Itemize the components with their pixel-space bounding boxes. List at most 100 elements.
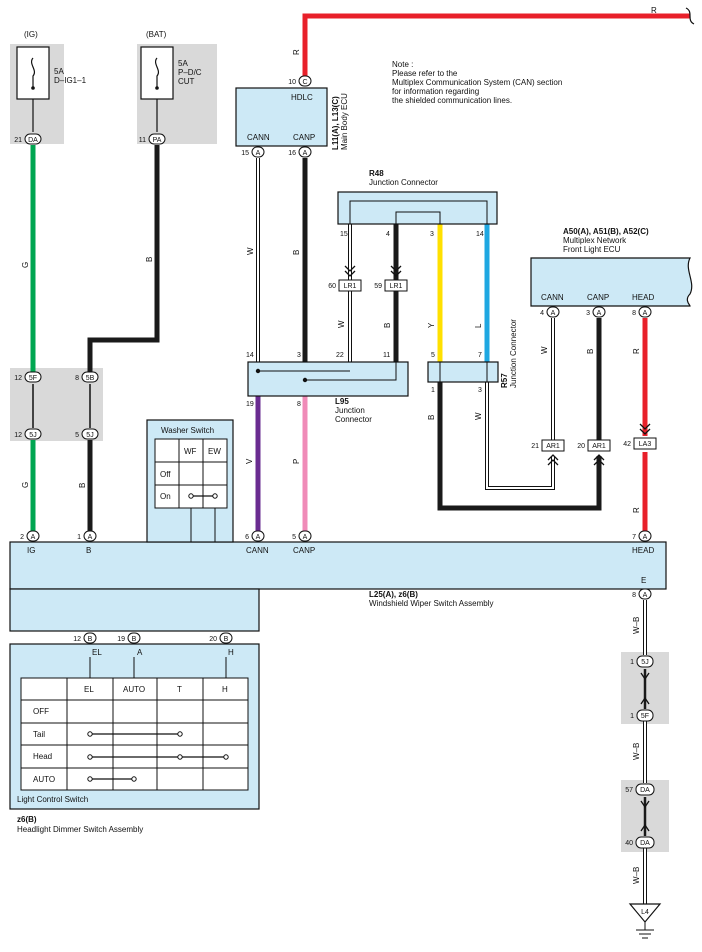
r48-pin-4: 4 <box>386 231 390 238</box>
l95-name1: Junction <box>335 406 365 415</box>
wire-label-g-lower: G <box>21 482 30 488</box>
svg-text:5: 5 <box>75 432 79 439</box>
svg-text:DA: DA <box>640 787 650 794</box>
wire-b-bat <box>87 145 160 372</box>
wire-label-y: Y <box>427 322 436 328</box>
wire-r-top <box>302 13 690 76</box>
svg-text:15: 15 <box>241 150 249 157</box>
svg-text:8: 8 <box>632 310 636 317</box>
front-light-ecu-canp: CANP <box>587 293 609 302</box>
r48-connector <box>337 191 498 225</box>
wire-label-w-r48: W <box>337 320 346 328</box>
connector-la3-42: LA3 42 <box>623 423 657 450</box>
l95-pin-22: 22 <box>336 352 344 359</box>
wire-label-r-ecu-head: R <box>632 348 641 354</box>
dimmer-assembly-id: z6(B) <box>17 815 37 824</box>
svg-text:8: 8 <box>75 375 79 382</box>
main-body-ecu-canp: CANP <box>293 133 315 142</box>
svg-text:PA: PA <box>153 137 162 144</box>
front-light-ecu-name2: Front Light ECU <box>563 245 621 254</box>
svg-text:5J: 5J <box>86 432 93 439</box>
pin-ground-da-57: DA 57 <box>625 783 655 796</box>
svg-text:A: A <box>551 310 556 317</box>
wire-label-w-cann: W <box>246 247 255 255</box>
pin-front-ecu-head-8: A 8 <box>632 306 652 318</box>
lcs-row-tail: Tail <box>33 730 45 739</box>
svg-text:20: 20 <box>577 443 585 450</box>
fuse-bat-name1: P–D/C <box>178 68 202 77</box>
fuse-ig-rating: 5A <box>54 67 64 76</box>
wiper-term-b: B <box>86 546 91 555</box>
r48-pin-15: 15 <box>340 231 348 238</box>
svg-text:A: A <box>303 534 308 541</box>
l95-pin-3: 3 <box>297 352 301 359</box>
svg-text:A: A <box>643 592 648 599</box>
front-light-ecu-name1: Multiplex Network <box>563 236 627 245</box>
svg-text:A: A <box>256 534 261 541</box>
wire-label-w-r57: W <box>474 412 483 420</box>
pin-wiper-cann-6: A 6 <box>245 530 265 542</box>
lcs-col-h: H <box>222 685 228 694</box>
r57-pin-3: 3 <box>478 387 482 394</box>
washer-col-ew: EW <box>208 447 221 456</box>
svg-text:AR1: AR1 <box>592 443 606 450</box>
svg-text:5F: 5F <box>29 375 37 382</box>
lcs-col-t: T <box>177 685 182 694</box>
wiper-assembly-name: Windshield Wiper Switch Assembly <box>369 599 493 608</box>
front-light-ecu-cann: CANN <box>541 293 564 302</box>
svg-text:1: 1 <box>77 534 81 541</box>
fuse-bat-icon <box>154 57 160 88</box>
wire-label-b-lower: B <box>78 483 87 488</box>
svg-text:DA: DA <box>28 137 38 144</box>
washer-col-wf: WF <box>184 447 197 456</box>
pin-lcs-a-19: B 19 <box>117 632 141 644</box>
svg-text:B: B <box>88 636 93 643</box>
washer-switch-title: Washer Switch <box>161 426 214 435</box>
svg-text:5J: 5J <box>29 432 36 439</box>
ground-arrow-down-1 <box>640 672 650 681</box>
svg-text:5B: 5B <box>86 375 95 382</box>
r48-inner-bus <box>349 200 488 225</box>
svg-text:8: 8 <box>632 592 636 599</box>
connector-ar1-21: AR1 21 <box>531 439 565 466</box>
l95-pin-11: 11 <box>383 352 390 359</box>
svg-text:7: 7 <box>632 534 636 541</box>
ground-arrow-down-2 <box>640 800 650 809</box>
svg-text:L4: L4 <box>641 909 649 916</box>
front-light-ecu-id: A50(A), A51(B), A52(C) <box>563 227 649 236</box>
l95-id: L95 <box>335 397 349 406</box>
l95-pin-8: 8 <box>297 401 301 408</box>
wire-label-b-bat: B <box>145 257 154 262</box>
svg-text:A: A <box>31 534 36 541</box>
svg-text:5F: 5F <box>641 713 649 720</box>
svg-text:A: A <box>88 534 93 541</box>
svg-text:Please refer to the: Please refer to the <box>392 69 458 78</box>
r57-name: Junction Connector <box>509 319 518 388</box>
svg-text:LR1: LR1 <box>344 283 357 290</box>
pin-wiper-head-7: A 7 <box>632 530 652 542</box>
svg-text:19: 19 <box>117 636 125 643</box>
lcs-term-h: H <box>228 648 234 657</box>
main-body-ecu-id: L11(A), L13(C) <box>331 96 340 150</box>
note-block: Note : Please refer to the Multiplex Com… <box>392 60 562 105</box>
pin-ground-5j-1: 5J 1 <box>630 655 654 668</box>
front-light-ecu <box>530 257 693 307</box>
pin-5j-5: 5J 5 <box>75 428 99 440</box>
wiper-term-cann: CANN <box>246 546 269 555</box>
l95-bus-b <box>305 362 397 381</box>
pin-wiper-ig-2: A 2 <box>20 530 40 542</box>
wire-label-r-la3: R <box>632 507 641 513</box>
wiper-switch-lower-body <box>9 588 260 632</box>
wire-label-b-r57: B <box>427 415 436 420</box>
svg-text:Note :: Note : <box>392 60 413 69</box>
r57-pin-7: 7 <box>478 352 482 359</box>
r57-id: R57 <box>500 373 509 388</box>
svg-text:C: C <box>302 79 307 86</box>
main-body-ecu-name: Main Body ECU <box>340 93 349 150</box>
pin-pa-11: PA 11 <box>139 133 166 145</box>
main-body-ecu <box>235 87 328 147</box>
svg-text:DA: DA <box>640 840 650 847</box>
svg-text:12: 12 <box>14 432 22 439</box>
svg-text:A: A <box>303 150 308 157</box>
light-control-table <box>20 677 249 791</box>
